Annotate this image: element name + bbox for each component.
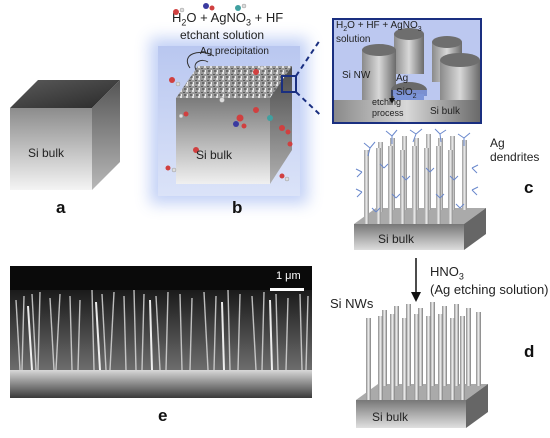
speckled-top-face	[176, 66, 292, 98]
molecules	[165, 3, 293, 182]
panel-a-letter: a	[56, 198, 66, 217]
panel-b-bulk-label: Si bulk	[196, 148, 233, 162]
zoom-box	[281, 75, 297, 93]
solution-line2: etchant solution	[180, 28, 265, 42]
inset-ag-label: Ag	[396, 73, 409, 84]
scale-bar	[270, 288, 304, 291]
inset-bulk-label: Si bulk	[430, 106, 461, 117]
panel-d-letter: d	[524, 342, 535, 361]
panel-b-cube	[165, 3, 320, 184]
cube-front-face	[10, 108, 92, 190]
inset-box	[332, 18, 482, 124]
dendrite-label-line1: Ag	[490, 136, 505, 150]
panel-a-cube	[10, 80, 120, 190]
inset-sio2-label: SiO2	[396, 87, 417, 100]
panel-a-bulk-label: Si bulk	[28, 146, 65, 160]
panel-d-nw-label: Si NWs	[330, 296, 374, 311]
scale-label: 1 μm	[276, 270, 301, 282]
panel-c-bulk-label: Si bulk	[378, 232, 415, 246]
zoom-line-bottom	[295, 91, 320, 117]
cube-top-face	[10, 80, 120, 108]
panel-d-bulk-label: Si bulk	[372, 410, 409, 424]
panel-b-letter: b	[232, 198, 243, 217]
cube-side-face	[92, 80, 120, 190]
inset-nw-label: Si NW	[342, 70, 371, 81]
step-arrow	[411, 258, 421, 302]
b-side-face	[270, 66, 292, 184]
b-front-face	[176, 98, 270, 184]
panel-e-letter: e	[158, 406, 168, 425]
sem-image	[10, 266, 312, 398]
inset-title-line1: H2O + HF + AgNO3	[336, 20, 422, 33]
solution-line1: H2O + AgNO3 + HF	[172, 10, 284, 28]
precip-arrow	[187, 52, 215, 69]
inset-process-line1: etching	[372, 97, 402, 107]
panel-c-letter: c	[524, 178, 534, 197]
inset-process-line2: process	[372, 108, 404, 118]
step-line1: HNO3	[430, 264, 464, 282]
panel-c-nanowire-array	[354, 128, 486, 250]
panel-d-nanowire-array	[356, 302, 488, 428]
precip-label: Ag precipitation	[200, 46, 269, 57]
inset-title-line2: solution	[336, 34, 371, 45]
dendrite-label-line2: dendrites	[490, 150, 540, 164]
zoom-line-top	[295, 38, 320, 77]
step-line2: (Ag etching solution)	[430, 282, 549, 297]
